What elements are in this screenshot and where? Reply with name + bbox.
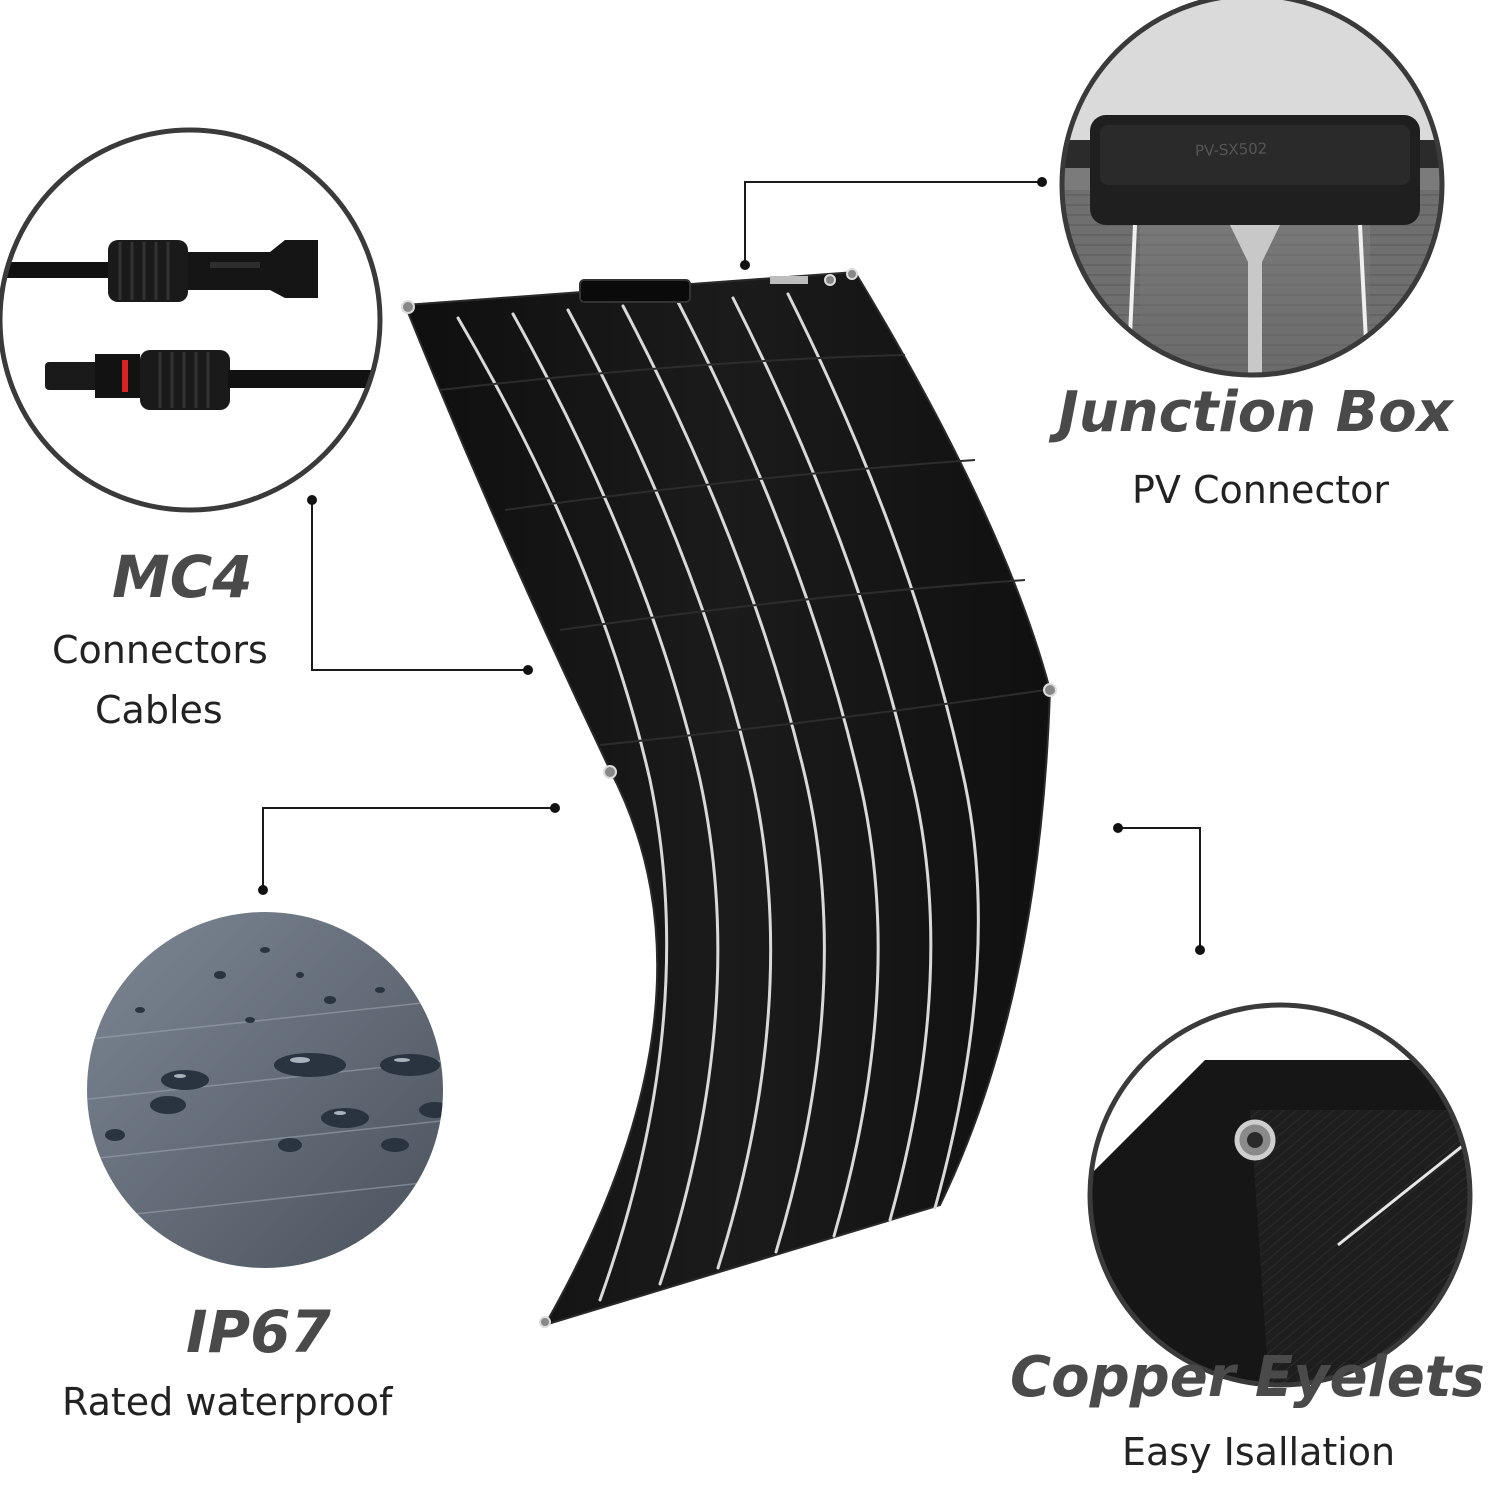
junction-title: Junction Box [1058,380,1453,445]
mc4-title: MC4 [112,543,253,611]
copper-eyelet-icon [1087,1002,1473,1388]
callout-lines [262,181,1201,950]
ip67-title: IP67 [186,1298,331,1366]
panel-junction-box [579,279,691,303]
junction-stamp: PV-SX502 [1194,139,1268,160]
callout-mc4 [311,500,528,671]
ip67-subtitle: Rated waterproof [62,1380,393,1424]
mc4-connector-icon [0,127,383,513]
mc4-subtitle-1: Connectors [52,628,268,672]
junction-subtitle: PV Connector [1132,468,1389,512]
panel-cell-strips [456,292,980,1302]
eyelets-subtitle: Easy Isallation [1122,1430,1396,1474]
callout-dots [258,177,1205,955]
water-droplets-icon [87,912,443,1268]
eyelets-title: Copper Eyelets [1010,1345,1485,1410]
mc4-subtitle-2: Cables [95,688,223,732]
panel-label [770,276,808,284]
panel-eyelets [401,268,1057,1328]
junction-box-icon [1059,0,1445,378]
callout-junction [744,181,1042,265]
solar-panel [401,268,1057,1328]
callout-eyelets [1118,827,1201,950]
panel-seams [439,354,1046,746]
callout-ip67 [262,807,555,890]
